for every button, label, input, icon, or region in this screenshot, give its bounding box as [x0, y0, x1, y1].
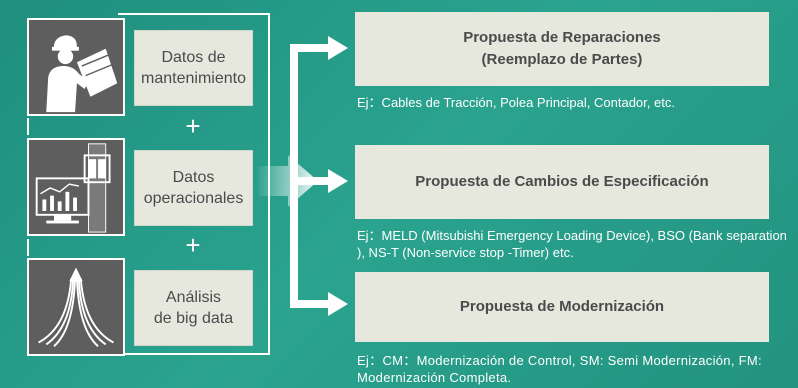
plus-sign: + [185, 230, 201, 260]
repair-proposal-box: Propuesta de Reparaciones (Reemplazo de … [355, 12, 769, 86]
big-data-analysis-label: Análisis de big data [134, 270, 253, 346]
repair-proposal-example: Ej：Cables de Tracción, Polea Principal, … [357, 95, 675, 110]
data-flow-icon [27, 258, 125, 356]
spec-change-proposal-box: Propuesta de Cambios de Especificación [355, 145, 769, 219]
maintenance-data-label: Datos de mantenimiento [134, 30, 253, 106]
modernization-proposal-box: Propuesta de Modernización [355, 272, 769, 342]
operational-data-label: Datos operacionales [134, 150, 253, 226]
plus-sign: + [185, 111, 201, 141]
elevator-chart-icon [27, 138, 125, 236]
maintenance-worker-icon [27, 18, 125, 116]
modernization-proposal-example: Ej：CM：Modernización de Control, SM: Semi… [357, 353, 762, 385]
spec-change-proposal-example: Ej：MELD (Mitsubishi Emergency Loading De… [357, 228, 787, 260]
